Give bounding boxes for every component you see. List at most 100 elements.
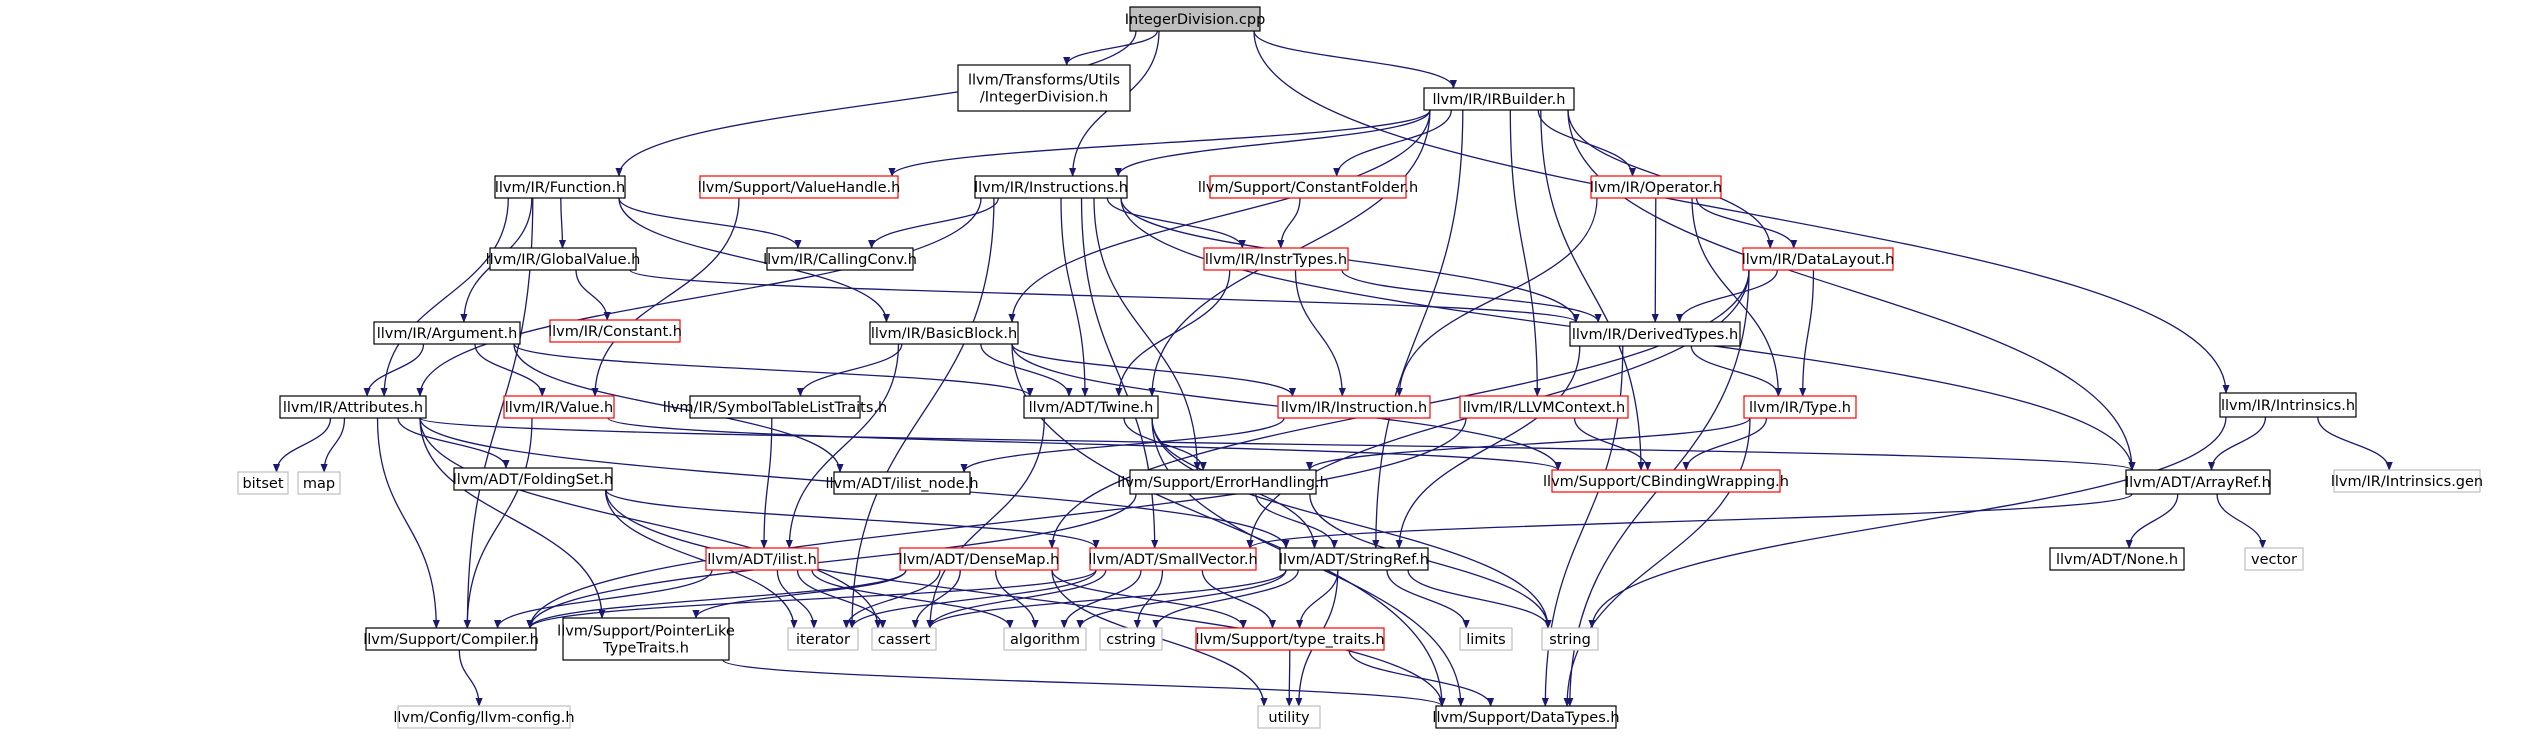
node-llvm-ir-derivedtypes-h[interactable]: llvm/IR/DerivedTypes.h — [1569, 321, 1741, 347]
node-vector[interactable]: vector — [2244, 547, 2304, 571]
node-map[interactable]: map — [297, 471, 341, 495]
node-box — [1195, 627, 1385, 651]
node-llvm-adt-smallvector-h[interactable]: llvm/ADT/SmallVector.h — [1088, 547, 1258, 571]
node-limits[interactable]: limits — [1459, 627, 1513, 651]
node-llvm-support-datatypes-h[interactable]: llvm/Support/DataTypes.h — [1432, 705, 1620, 729]
node-llvm-adt-none-h[interactable]: llvm/ADT/None.h — [2049, 547, 2185, 571]
node-label: llvm/IR/Intrinsics.gen — [2331, 474, 2483, 490]
node-llvm-support-constantfolder-h[interactable]: llvm/Support/ConstantFolder.h — [1198, 175, 1418, 199]
node-box — [494, 175, 626, 199]
node-llvm-adt-ilist-node-h[interactable]: llvm/ADT/ilist_node.h — [825, 471, 979, 495]
edge-type-to-dtypes — [1563, 417, 1751, 707]
edge-func-to-comp — [463, 197, 534, 629]
node-llvm-ir-instrtypes-h[interactable]: llvm/IR/InstrTypes.h — [1203, 247, 1349, 271]
node-box — [871, 627, 937, 651]
edge-arg-to-iln — [513, 343, 844, 473]
node-string[interactable]: string — [1541, 627, 1599, 651]
node-label: llvm/IR/Argument.h — [377, 326, 518, 342]
node-label: IntegerDivision.cpp — [1125, 12, 1266, 28]
node-label: llvm/ADT/FoldingSet.h — [453, 472, 613, 488]
node-llvm-ir-intrinsics-gen[interactable]: llvm/IR/Intrinsics.gen — [2331, 469, 2483, 493]
node-llvm-adt-twine-h[interactable]: llvm/ADT/Twine.h — [1023, 395, 1159, 419]
edge-type-to-cbw — [1682, 417, 1768, 471]
node-box — [2333, 469, 2481, 493]
edge-irb-to-cf — [1333, 109, 1452, 177]
edge-gv-to-const — [575, 269, 611, 321]
node-label: map — [303, 476, 335, 492]
node-cstring[interactable]: cstring — [1099, 627, 1163, 651]
edge-arg-to-attr — [363, 343, 425, 397]
edge-vh-to-val — [591, 197, 740, 397]
node-label: llvm/ADT/None.h — [2056, 552, 2178, 568]
node-llvm-adt-ilist-h[interactable]: llvm/ADT/ilist.h — [705, 547, 819, 571]
node-label: cstring — [1106, 632, 1156, 648]
node-llvm-ir-value-h[interactable]: llvm/IR/Value.h — [503, 395, 615, 419]
node-llvm-ir-irbuilder-h[interactable]: llvm/IR/IRBuilder.h — [1423, 87, 1575, 111]
edge-dl-to-type — [1799, 269, 1815, 397]
edge-gv-to-dt — [629, 269, 1580, 323]
node-llvm-support-valuehandle-h[interactable]: llvm/Support/ValueHandle.h — [698, 175, 901, 199]
edge-ilist-to-cassert — [796, 569, 887, 629]
node-llvm-config-llvm-config-h[interactable]: llvm/Config/llvm-config.h — [393, 705, 575, 729]
node-label: llvm/ADT/StringRef.h — [1279, 552, 1429, 568]
node-utility[interactable]: utility — [1257, 705, 1321, 729]
node-llvm-ir-llvmcontext-h[interactable]: llvm/IR/LLVMContext.h — [1459, 395, 1629, 419]
node-llvm-adt-arrayref-h[interactable]: llvm/ADT/ArrayRef.h — [2125, 469, 2271, 495]
node-label: llvm/IR/Value.h — [505, 400, 614, 416]
node-box — [1423, 87, 1575, 111]
node-llvm-ir-globalvalue-h[interactable]: llvm/IR/GlobalValue.h — [486, 247, 641, 271]
node-bitset[interactable]: bitset — [237, 471, 289, 495]
node-box — [1743, 395, 1857, 419]
node-box — [766, 247, 914, 271]
node-label: llvm/ADT/Twine.h — [1029, 400, 1154, 416]
node-llvm-support-compiler-h[interactable]: llvm/Support/Compiler.h — [363, 627, 539, 651]
edge-inst-to-it — [1106, 197, 1246, 249]
node-llvm-ir-symboltablelisttraits-h[interactable]: llvm/IR/SymbolTableListTraits.h — [663, 395, 887, 419]
node-label: string — [1549, 632, 1591, 648]
node-integerdivision-cpp[interactable]: IntegerDivision.cpp — [1125, 6, 1266, 32]
node-llvm-transforms-utils-integerdivision-h[interactable]: llvm/Transforms/Utils/IntegerDivision.h — [957, 64, 1131, 112]
node-llvm-ir-basicblock-h[interactable]: llvm/IR/BasicBlock.h — [869, 321, 1019, 345]
node-box — [1129, 469, 1317, 495]
node-llvm-ir-argument-h[interactable]: llvm/IR/Argument.h — [373, 321, 521, 345]
edge-dm-to-iter — [842, 569, 941, 629]
edge-cf-to-it — [1277, 197, 1301, 249]
node-llvm-ir-function-h[interactable]: llvm/IR/Function.h — [494, 175, 626, 199]
node-llvm-ir-intrinsics-h[interactable]: llvm/IR/Intrinsics.h — [2219, 392, 2357, 418]
edge-dl-to-dt — [1675, 269, 1778, 323]
node-box — [689, 395, 861, 419]
node-llvm-adt-densemap-h[interactable]: llvm/ADT/DenseMap.h — [899, 547, 1060, 571]
node-box — [869, 321, 1019, 345]
node-llvm-ir-operator-h[interactable]: llvm/IR/Operator.h — [1590, 175, 1722, 199]
node-label: llvm/IR/LLVMContext.h — [1463, 400, 1625, 416]
node-algorithm[interactable]: algorithm — [1003, 627, 1087, 651]
node-llvm-ir-constant-h[interactable]: llvm/IR/Constant.h — [548, 319, 682, 343]
edge-fs-to-sv — [605, 489, 1100, 549]
node-llvm-ir-attributes-h[interactable]: llvm/IR/Attributes.h — [279, 395, 427, 419]
node-iterator[interactable]: iterator — [787, 627, 859, 651]
node-llvm-support-errorhandling-h[interactable]: llvm/Support/ErrorHandling.h — [1117, 469, 1329, 495]
node-llvm-support-type-traits-h[interactable]: llvm/Support/type_traits.h — [1195, 627, 1385, 651]
edge-sr-to-algo — [1076, 569, 1287, 629]
node-llvm-ir-callingconv-h[interactable]: llvm/IR/CallingConv.h — [763, 247, 917, 271]
edge-sttl-to-ilist — [760, 417, 773, 549]
node-llvm-ir-datalayout-h[interactable]: llvm/IR/DataLayout.h — [1742, 247, 1895, 271]
edge-bb-to-twine — [980, 343, 1073, 397]
node-box — [1203, 247, 1349, 271]
node-label: /IntegerDivision.h — [980, 90, 1108, 106]
node-llvm-ir-type-h[interactable]: llvm/IR/Type.h — [1743, 395, 1857, 419]
node-box — [899, 547, 1059, 571]
node-llvm-adt-stringref-h[interactable]: llvm/ADT/StringRef.h — [1279, 547, 1429, 571]
node-box — [1459, 627, 1513, 651]
node-llvm-support-cbindingwrapping-h[interactable]: llvm/Support/CBindingWrapping.h — [1543, 469, 1789, 493]
node-box — [489, 247, 637, 271]
node-label: llvm/Support/ErrorHandling.h — [1117, 475, 1329, 491]
edge-sv-to-tt — [1201, 569, 1277, 629]
node-llvm-ir-instructions-h[interactable]: llvm/IR/Instructions.h — [974, 175, 1128, 199]
node-llvm-ir-instruction-h[interactable]: llvm/IR/Instruction.h — [1277, 395, 1431, 419]
node-llvm-adt-foldingset-h[interactable]: llvm/ADT/FoldingSet.h — [453, 467, 613, 491]
edge-fs-to-iter — [604, 489, 798, 629]
node-cassert[interactable]: cassert — [871, 627, 937, 651]
edge-twine-to-string — [1151, 417, 1552, 629]
